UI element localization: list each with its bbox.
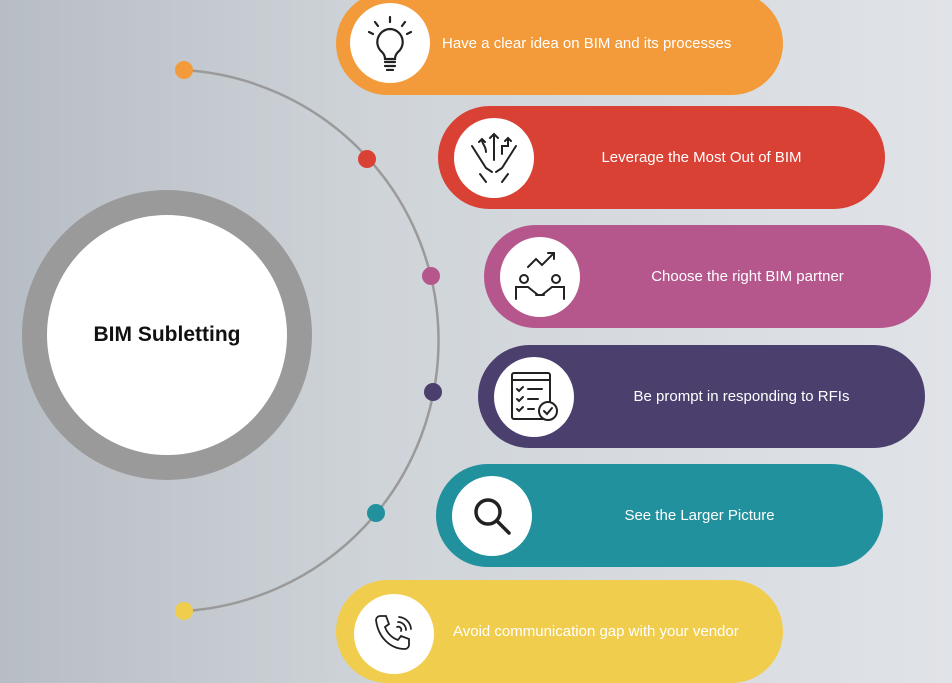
- item-larger-picture: See the Larger Picture: [436, 464, 883, 567]
- connector-dot-2: [358, 150, 376, 168]
- item-label: See the Larger Picture: [624, 507, 775, 524]
- search-icon: [452, 476, 532, 556]
- item-label: Choose the right BIM partner: [651, 268, 844, 285]
- connector-dot-6: [175, 602, 193, 620]
- item-leverage: Leverage the Most Out of BIM: [438, 106, 885, 209]
- handshake-growth-icon: [500, 237, 580, 317]
- hub-title: BIM Subletting: [93, 323, 241, 346]
- connector-dot-5: [367, 504, 385, 522]
- phone-icon: [354, 594, 434, 674]
- connector-dot-3: [422, 267, 440, 285]
- hub-circle: BIM Subletting: [22, 190, 312, 480]
- item-rfis: Be prompt in responding to RFIs: [478, 345, 925, 448]
- item-partner: Choose the right BIM partner: [484, 225, 931, 328]
- item-communication: Avoid communication gap with your vendor: [336, 580, 783, 683]
- item-label: Be prompt in responding to RFIs: [633, 388, 850, 405]
- item-label: Leverage the Most Out of BIM: [601, 149, 802, 166]
- checklist-icon: [494, 357, 574, 437]
- lightbulb-icon: [350, 3, 430, 83]
- connector-dot-4: [424, 383, 442, 401]
- item-label: Avoid communication gap with your vendor: [453, 623, 739, 640]
- hands-arrows-icon: [454, 118, 534, 198]
- connector-dot-1: [175, 61, 193, 79]
- item-label: Have a clear idea on BIM and its process…: [442, 35, 732, 52]
- item-clear-idea: Have a clear idea on BIM and its process…: [336, 0, 783, 95]
